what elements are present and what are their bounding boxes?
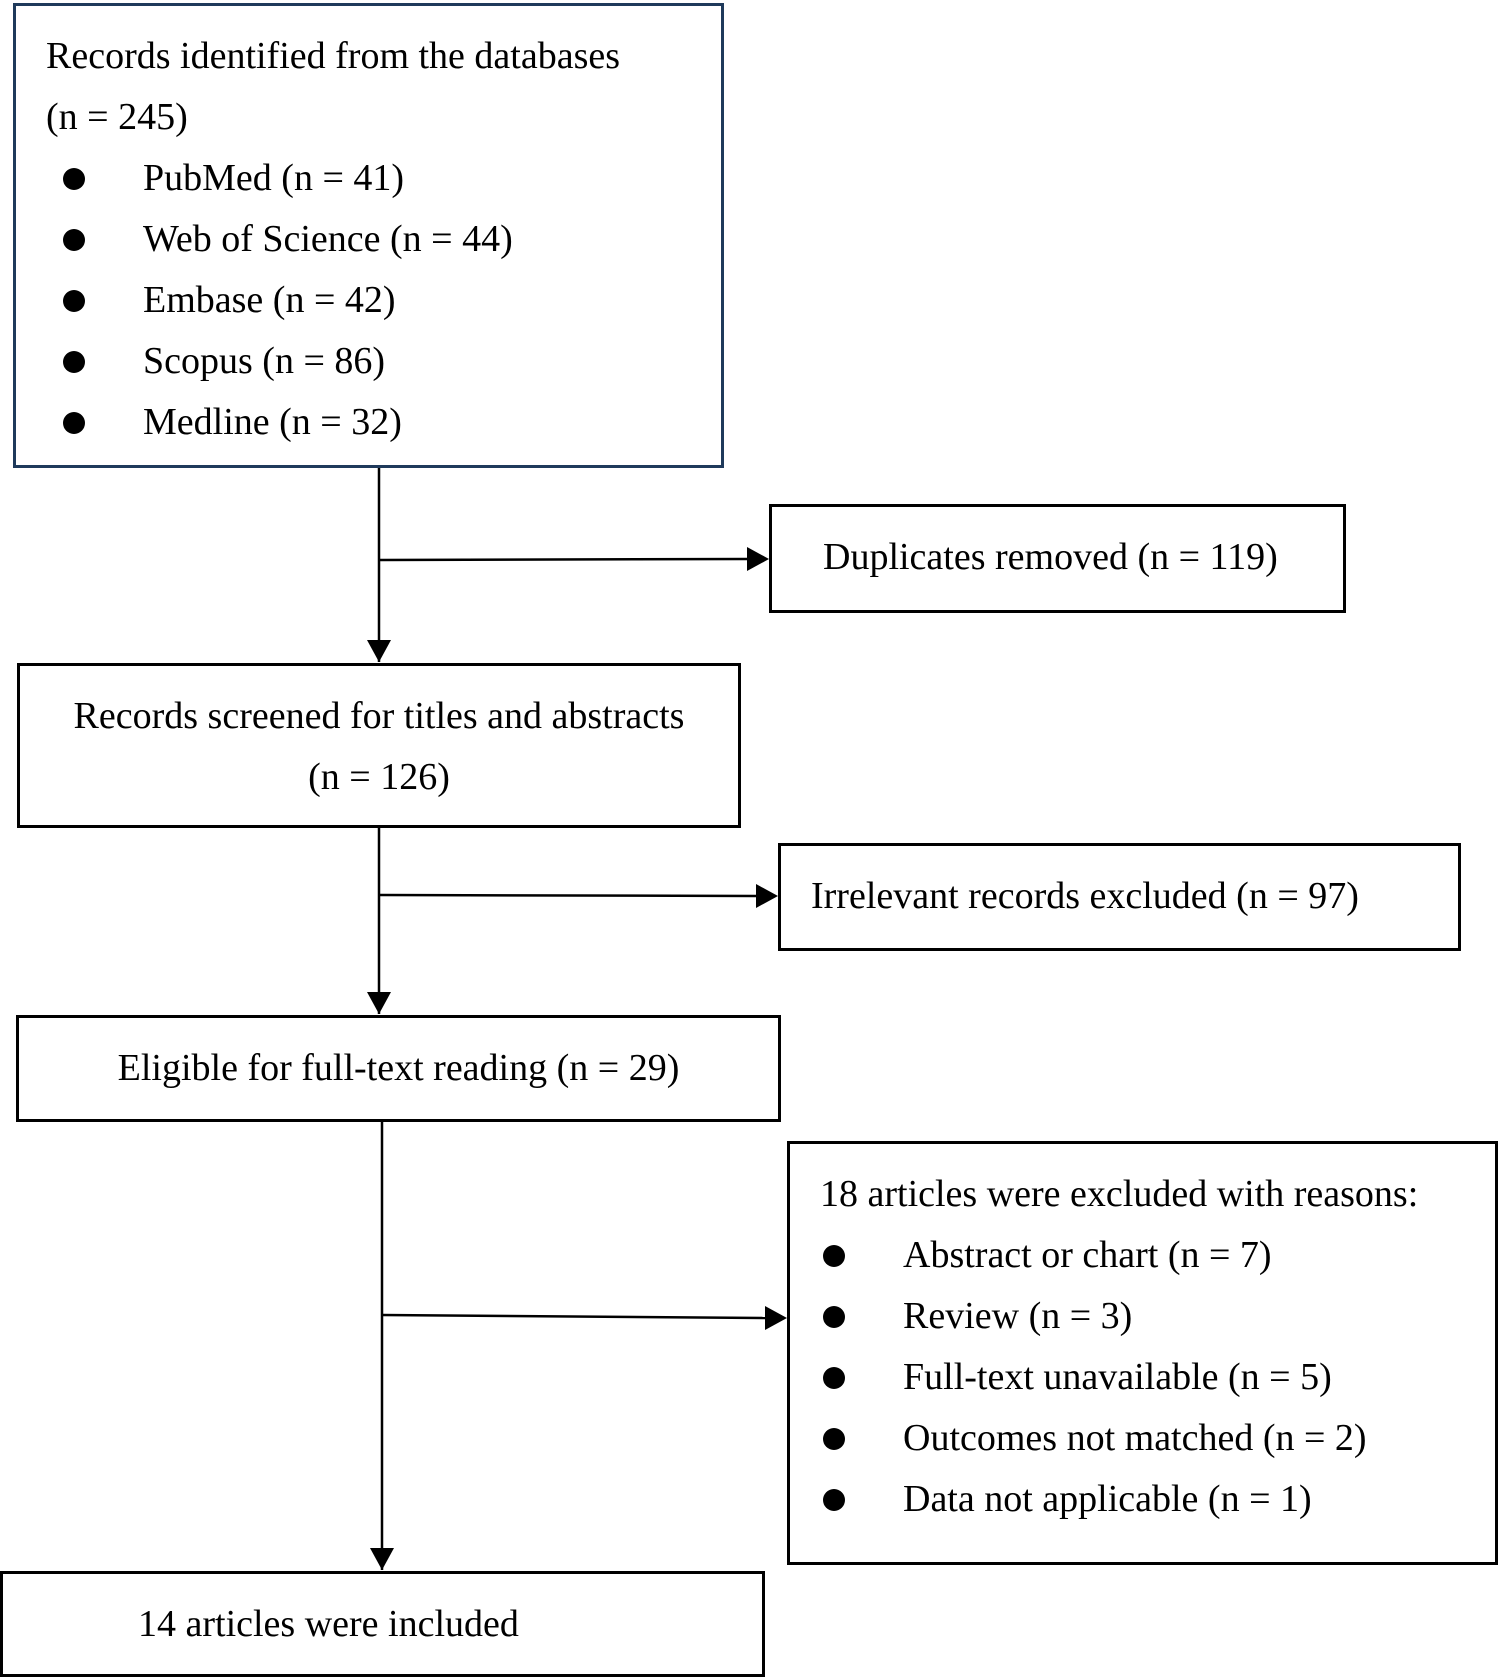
screened-box: Records screened for titles and abstract… bbox=[17, 663, 741, 828]
excluded-title: 18 articles were excluded with reasons: bbox=[820, 1173, 1419, 1215]
source-label: PubMed (n = 41) bbox=[143, 157, 405, 199]
irrelevant-box: Irrelevant records excluded (n = 97) bbox=[778, 843, 1461, 951]
eligible-box: Eligible for full-text reading (n = 29) bbox=[16, 1015, 781, 1122]
reason-label: Review (n = 3) bbox=[903, 1295, 1133, 1337]
list-item: Medline (n = 32) bbox=[46, 392, 721, 453]
reason-label: Full-text unavailable (n = 5) bbox=[903, 1356, 1332, 1398]
list-item: Embase (n = 42) bbox=[46, 270, 721, 331]
arrowhead-included bbox=[370, 1548, 394, 1570]
list-item: Data not applicable (n = 1) bbox=[820, 1469, 1495, 1530]
list-item: PubMed (n = 41) bbox=[46, 148, 721, 209]
reason-label: Data not applicable (n = 1) bbox=[903, 1478, 1312, 1520]
screened-title: Records screened for titles and abstract… bbox=[73, 695, 685, 737]
included-box: 14 articles were included bbox=[0, 1571, 765, 1677]
arrowhead-duplicates bbox=[747, 547, 769, 571]
bullet-icon bbox=[823, 1306, 845, 1328]
arrow-to-duplicates bbox=[378, 557, 749, 562]
bullet-icon bbox=[823, 1245, 845, 1267]
source-label: Medline (n = 32) bbox=[143, 401, 402, 443]
screened-count: (n = 126) bbox=[308, 756, 450, 798]
duplicates-label: Duplicates removed (n = 119) bbox=[823, 536, 1278, 578]
bullet-icon bbox=[63, 229, 85, 251]
duplicates-box: Duplicates removed (n = 119) bbox=[769, 504, 1346, 613]
bullet-icon bbox=[823, 1367, 845, 1389]
identified-title: Records identified from the databases bbox=[46, 35, 621, 77]
identified-count: (n = 245) bbox=[46, 96, 188, 138]
source-label: Embase (n = 42) bbox=[143, 279, 396, 321]
excluded-reasons-box: 18 articles were excluded with reasons: … bbox=[787, 1141, 1498, 1565]
list-item: Web of Science (n = 44) bbox=[46, 209, 721, 270]
list-item: Full-text unavailable (n = 5) bbox=[820, 1347, 1495, 1408]
eligible-label: Eligible for full-text reading (n = 29) bbox=[117, 1047, 680, 1089]
arrowhead-irrelevant bbox=[756, 884, 778, 908]
bullet-icon bbox=[823, 1428, 845, 1450]
bullet-icon bbox=[63, 168, 85, 190]
list-item: Review (n = 3) bbox=[820, 1286, 1495, 1347]
list-item: Outcomes not matched (n = 2) bbox=[820, 1408, 1495, 1469]
arrowhead-eligible bbox=[367, 992, 391, 1014]
bullet-icon bbox=[63, 412, 85, 434]
bullet-icon bbox=[63, 290, 85, 312]
included-label: 14 articles were included bbox=[138, 1603, 519, 1645]
bullet-icon bbox=[63, 351, 85, 373]
arrowhead-screened bbox=[367, 640, 391, 662]
list-item: Scopus (n = 86) bbox=[46, 331, 721, 392]
arrow-to-irrelevant bbox=[378, 893, 757, 898]
bullet-icon bbox=[823, 1489, 845, 1511]
irrelevant-label: Irrelevant records excluded (n = 97) bbox=[811, 875, 1359, 917]
reason-label: Abstract or chart (n = 7) bbox=[903, 1234, 1272, 1276]
arrowhead-excluded bbox=[765, 1306, 787, 1330]
arrow-to-excluded bbox=[381, 1313, 766, 1320]
reason-label: Outcomes not matched (n = 2) bbox=[903, 1417, 1367, 1459]
list-item: Abstract or chart (n = 7) bbox=[820, 1225, 1495, 1286]
identified-box: Records identified from the databases (n… bbox=[13, 3, 724, 468]
source-label: Scopus (n = 86) bbox=[143, 340, 386, 382]
source-label: Web of Science (n = 44) bbox=[143, 218, 513, 260]
